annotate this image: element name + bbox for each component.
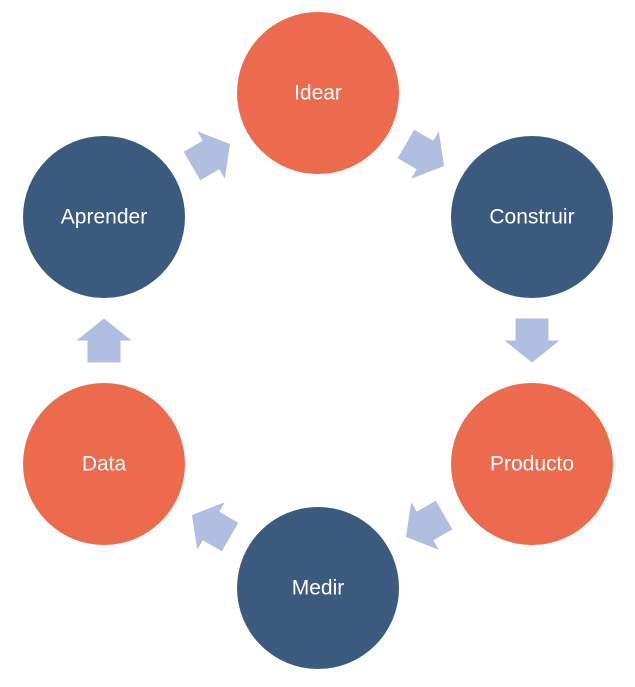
node-aprender: Aprender bbox=[23, 136, 185, 298]
node-label-aprender: Aprender bbox=[61, 206, 147, 229]
arrow-medir-to-data bbox=[192, 502, 239, 552]
node-circle-producto bbox=[451, 383, 613, 545]
arrow-producto-to-medir bbox=[406, 500, 453, 550]
node-label-idear: Idear bbox=[294, 82, 342, 105]
arrows-layer bbox=[76, 129, 560, 552]
node-idear: Idear bbox=[237, 12, 399, 174]
arrow-construir-to-producto bbox=[504, 318, 560, 363]
arrow-aprender-to-idear bbox=[183, 131, 230, 181]
node-producto: Producto bbox=[451, 383, 613, 545]
node-circle-construir bbox=[451, 136, 613, 298]
node-circle-medir bbox=[237, 507, 399, 669]
node-data: Data bbox=[23, 383, 185, 545]
node-label-producto: Producto bbox=[490, 453, 574, 476]
node-circle-data bbox=[23, 383, 185, 545]
node-circle-idear bbox=[237, 12, 399, 174]
node-label-construir: Construir bbox=[489, 206, 574, 229]
node-label-medir: Medir bbox=[292, 577, 345, 600]
node-medir: Medir bbox=[237, 507, 399, 669]
node-construir: Construir bbox=[451, 136, 613, 298]
node-label-data: Data bbox=[82, 453, 127, 476]
node-circle-aprender bbox=[23, 136, 185, 298]
arrow-idear-to-construir bbox=[397, 129, 444, 179]
arrow-data-to-aprender bbox=[76, 318, 132, 363]
